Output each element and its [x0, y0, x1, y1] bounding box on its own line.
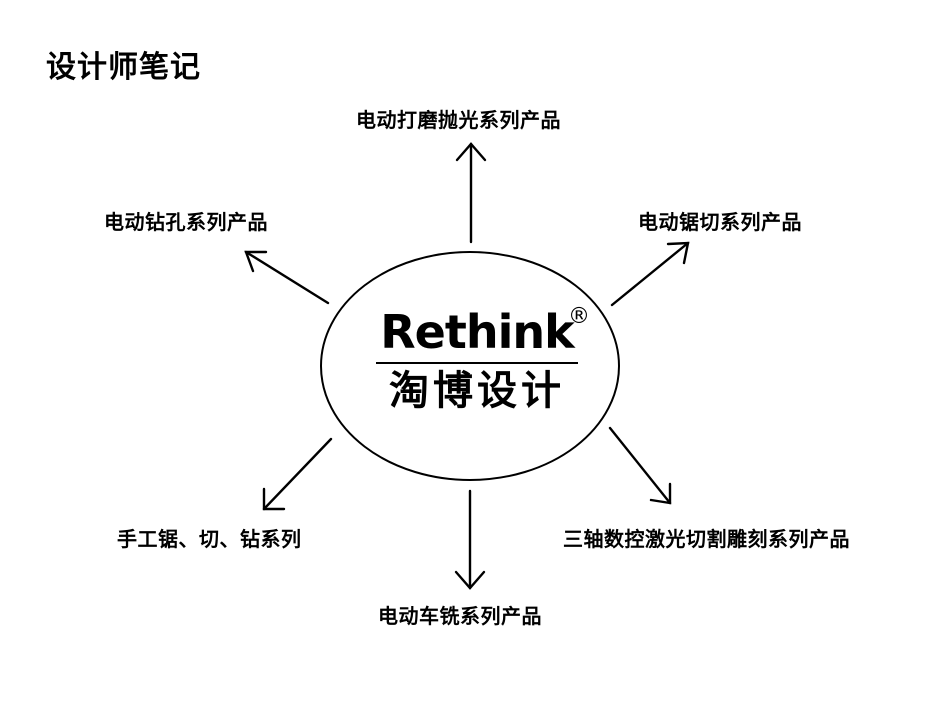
arrow-upper-right	[610, 241, 690, 307]
node-bottom: 电动车铣系列产品	[378, 604, 542, 628]
node-upper-left: 电动钻孔系列产品	[104, 210, 268, 234]
arrow-upper-left	[244, 250, 330, 305]
arrow-lower-right	[608, 426, 672, 505]
center-ellipse	[320, 251, 620, 481]
node-top: 电动打磨抛光系列产品	[356, 108, 561, 132]
brand-logo: Rethink 淘博设计	[372, 306, 582, 414]
brand-name-english: Rethink	[380, 305, 574, 359]
arrow-bottom	[454, 489, 486, 590]
node-upper-right: 电动锯切系列产品	[638, 210, 802, 234]
page-title: 设计师笔记	[46, 50, 201, 85]
node-lower-right: 三轴数控激光切割雕刻系列产品	[563, 527, 850, 551]
arrow-top	[455, 142, 487, 244]
brand-name-chinese: 淘博设计	[389, 368, 565, 414]
registered-mark-icon: ®	[568, 304, 590, 329]
node-lower-left: 手工锯、切、钻系列	[117, 527, 302, 551]
brand-divider	[376, 362, 578, 364]
arrow-lower-left	[262, 437, 333, 511]
